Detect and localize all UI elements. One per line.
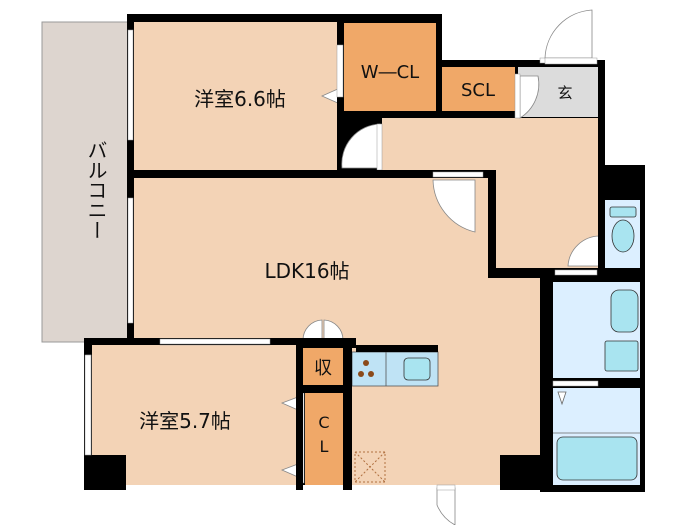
stove-burner-icon (358, 371, 364, 377)
window (159, 338, 271, 345)
ldk-door-frame (432, 171, 484, 178)
entrance-door[interactable] (539, 9, 593, 64)
balcony-label: バルコニー (84, 140, 108, 240)
closet-label-c: C (318, 413, 329, 432)
balcony (41, 21, 129, 343)
window (127, 29, 134, 141)
sink-icon (403, 357, 431, 381)
wcl-label: W―CL (361, 62, 419, 83)
toilet-door[interactable] (567, 235, 601, 267)
wcl-door[interactable] (336, 44, 344, 98)
washing-machine-icon (604, 340, 639, 372)
bedroom1-floor (134, 22, 337, 170)
washbasin-icon (610, 289, 639, 333)
ldk-door[interactable] (432, 179, 476, 233)
wcl-floor (344, 23, 436, 111)
stove-burner-icon (363, 360, 369, 366)
scl-door-frame (514, 73, 521, 119)
closet-floor (305, 393, 343, 485)
entrance-label: 玄 (557, 84, 572, 102)
bath-door-marker (557, 391, 567, 406)
stove-burner-icon (368, 371, 374, 377)
ldk-label: LDK16帖 (264, 259, 349, 283)
bedroom1-label: 洋室6.6帖 (194, 87, 286, 111)
bedroom2-window (84, 354, 92, 456)
toilet-icon (609, 206, 637, 253)
washroom-door[interactable] (554, 269, 598, 276)
bedroom1-door[interactable] (341, 123, 383, 171)
bath-door[interactable] (552, 380, 599, 387)
storage-door[interactable] (302, 319, 344, 341)
entrance-door-frame (544, 57, 598, 65)
balcony-exit-door[interactable] (436, 487, 456, 525)
exit-door-frame (436, 484, 456, 491)
storage-label: 収 (314, 358, 332, 379)
bedroom2-label: 洋室5.7帖 (139, 409, 231, 433)
bathtub-icon (556, 436, 638, 481)
window (127, 197, 134, 324)
refrigerator-space (354, 451, 386, 483)
hallway-floor (382, 118, 598, 268)
scl-floor (442, 67, 515, 112)
scl-door[interactable] (519, 75, 540, 119)
scl-label: SCL (461, 80, 495, 101)
closet-label-l: L (320, 437, 329, 456)
kitchen-counter (351, 351, 439, 387)
storage-floor (303, 348, 343, 385)
